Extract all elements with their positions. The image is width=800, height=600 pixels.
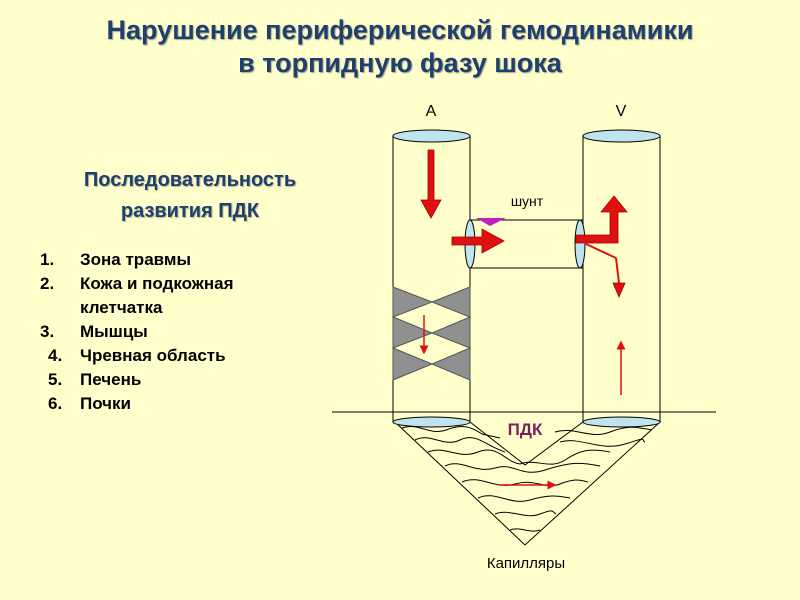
stage-item: 6.Почки bbox=[48, 394, 132, 413]
stage-item: 5.Печень bbox=[48, 370, 142, 389]
shunt-valve-mark bbox=[476, 218, 506, 226]
capillary-funnel bbox=[393, 421, 662, 546]
subtitle-line-2: развития ПДК bbox=[120, 200, 260, 222]
capillary-network bbox=[401, 426, 653, 532]
shunt-label: шунт bbox=[511, 193, 544, 209]
vein-up-arrow bbox=[575, 195, 628, 244]
stage-list: 1.Зона травмы 2.Кожа и подкожная клетчат… bbox=[36, 248, 234, 416]
stage-item: 3.Мышцы bbox=[40, 322, 148, 341]
title-line-1: Нарушение периферической гемодинамики bbox=[106, 15, 694, 45]
sphincter-wedges bbox=[391, 286, 472, 381]
page-title: Нарушение периферической гемодинамики в … bbox=[0, 14, 800, 80]
stage-item: 4.Чревная область bbox=[48, 346, 226, 365]
title-line-2: в торпидную фазу шока bbox=[238, 48, 562, 78]
artery-label: A bbox=[426, 103, 437, 120]
vein-label: V bbox=[616, 103, 627, 120]
pdk-label: ПДК bbox=[508, 420, 543, 439]
stage-item: 1.Зона травмы bbox=[40, 250, 191, 269]
shunt-flow-arrow bbox=[451, 228, 505, 254]
stage-item: 2.Кожа и подкожная bbox=[40, 274, 234, 293]
vein-down-arrow bbox=[585, 243, 626, 299]
artery-down-arrow bbox=[420, 149, 442, 219]
capillaries-label: Капилляры bbox=[487, 555, 565, 572]
subtitle-line-1: Последовательность bbox=[83, 169, 297, 191]
stage-item: клетчатка bbox=[80, 298, 163, 317]
section-subtitle: Последовательность развития ПДК bbox=[40, 165, 340, 227]
